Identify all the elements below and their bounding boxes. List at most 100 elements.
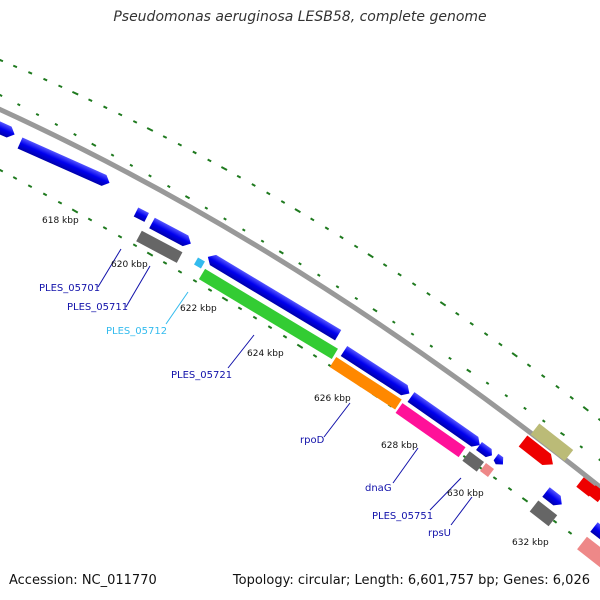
kbp-tick-label: 618 kbp xyxy=(42,216,79,226)
ring-tick-mark xyxy=(162,261,168,265)
ring-tick-mark xyxy=(252,315,258,320)
ring-tick-mark xyxy=(0,57,4,63)
ring-tick-mark xyxy=(280,200,286,204)
ring-tick-mark xyxy=(498,342,503,347)
outer-dot-ring-2 xyxy=(0,93,600,462)
ring-tick-mark xyxy=(448,356,452,361)
ring-tick-mark xyxy=(372,308,378,313)
ring-tick-mark xyxy=(192,279,198,283)
red-feature[interactable] xyxy=(588,485,600,503)
ring-tick-mark xyxy=(223,217,227,221)
ring-tick-mark xyxy=(382,263,388,268)
ring-tick-mark xyxy=(132,243,138,248)
ring-tick-mark xyxy=(148,174,152,178)
ring-tick-mark xyxy=(579,445,584,449)
magenta-feature[interactable] xyxy=(395,403,466,458)
ring-tick-mark xyxy=(91,142,97,147)
green-feature[interactable] xyxy=(198,268,338,359)
gray-feature[interactable] xyxy=(529,500,558,527)
gene-label[interactable]: rpoD xyxy=(300,435,325,446)
ring-tick-mark xyxy=(324,226,330,231)
callout-lines xyxy=(97,248,473,526)
ring-tick-mark xyxy=(241,228,246,232)
cds-feature[interactable] xyxy=(492,453,506,468)
ring-tick-mark xyxy=(582,406,589,412)
gene-label[interactable]: PLES_05712 xyxy=(106,326,167,337)
ring-tick-mark xyxy=(0,167,4,173)
ring-tick-mark xyxy=(555,384,560,389)
pink-feature[interactable] xyxy=(577,536,600,568)
ring-tick-mark xyxy=(294,208,301,214)
ring-tick-mark xyxy=(221,296,229,302)
cds-feature[interactable] xyxy=(0,118,17,140)
outer-dot-ring-1 xyxy=(0,57,600,423)
gene-label[interactable]: dnaG xyxy=(365,483,392,494)
ring-tick-mark xyxy=(316,273,321,277)
ring-tick-mark xyxy=(426,291,431,296)
kbp-tick-label: 628 kbp xyxy=(381,441,418,451)
ring-tick-mark xyxy=(129,163,134,168)
cds-feature[interactable] xyxy=(17,137,112,189)
ring-tick-mark xyxy=(207,288,213,292)
ring-tick-mark xyxy=(597,417,600,423)
cds-feature[interactable] xyxy=(133,207,149,222)
ring-tick-mark xyxy=(132,120,138,124)
ring-tick-mark xyxy=(103,105,108,110)
ring-tick-mark xyxy=(87,217,93,222)
cds-feature[interactable] xyxy=(205,252,342,341)
ring-tick-mark xyxy=(146,251,154,257)
ring-tick-mark xyxy=(54,122,59,127)
ring-tick-mark xyxy=(339,235,344,240)
ring-tick-mark xyxy=(27,184,33,189)
accession-text: Accession: NC_011770 xyxy=(9,573,157,588)
ring-tick-mark xyxy=(282,334,288,339)
ring-tick-mark xyxy=(57,200,63,205)
feature-track xyxy=(0,118,600,568)
gene-label[interactable]: PLES_05751 xyxy=(372,511,433,522)
gray-feature[interactable] xyxy=(136,230,183,263)
ring-tick-mark xyxy=(411,282,417,287)
ring-tick-mark xyxy=(397,272,402,277)
gene-label[interactable]: PLES_05711 xyxy=(67,302,128,313)
trna-feature[interactable] xyxy=(194,257,205,269)
ring-tick-mark xyxy=(88,98,93,102)
ring-tick-mark xyxy=(35,113,40,117)
gene-label[interactable]: PLES_05721 xyxy=(171,370,232,381)
ring-tick-mark xyxy=(391,320,396,324)
gene-label[interactable]: PLES_05701 xyxy=(39,283,100,294)
ring-tick-mark xyxy=(552,519,558,524)
ring-tick-mark xyxy=(117,112,123,117)
ring-tick-mark xyxy=(12,176,18,180)
gene-labels: PLES_05701 PLES_05711 PLES_05712 PLES_05… xyxy=(39,283,451,539)
cds-feature[interactable] xyxy=(149,217,193,249)
cds-feature[interactable] xyxy=(542,487,565,509)
gray-feature[interactable] xyxy=(462,451,484,472)
ring-tick-mark xyxy=(485,381,490,385)
map-title: Pseudomonas aeruginosa LESB58, complete … xyxy=(113,9,487,25)
cds-feature[interactable] xyxy=(407,392,484,450)
ring-tick-mark xyxy=(567,530,573,535)
olive-feature[interactable] xyxy=(530,423,574,461)
ring-tick-mark xyxy=(236,174,242,179)
ring-tick-mark xyxy=(312,353,318,358)
ring-tick-mark xyxy=(367,253,374,259)
ring-tick-mark xyxy=(267,325,273,330)
cds-feature[interactable] xyxy=(476,441,495,459)
ring-tick-mark xyxy=(12,64,18,69)
ring-tick-mark xyxy=(220,166,228,171)
gene-label[interactable]: rpsU xyxy=(428,528,451,539)
cds-feature[interactable] xyxy=(590,522,600,541)
ring-tick-mark xyxy=(296,343,304,349)
pink-feature[interactable] xyxy=(479,463,494,478)
red-feature[interactable] xyxy=(518,435,558,469)
cds-feature[interactable] xyxy=(340,345,413,399)
orange-feature[interactable] xyxy=(329,356,402,410)
ring-tick-mark xyxy=(0,93,3,97)
ring-tick-mark xyxy=(207,158,212,163)
ring-tick-mark xyxy=(237,306,243,311)
ring-tick-mark xyxy=(559,431,566,437)
kbp-tick-label: 630 kbp xyxy=(447,489,484,499)
ring-tick-mark xyxy=(117,234,123,239)
ring-tick-mark xyxy=(177,142,183,147)
genome-backbone xyxy=(0,106,600,491)
